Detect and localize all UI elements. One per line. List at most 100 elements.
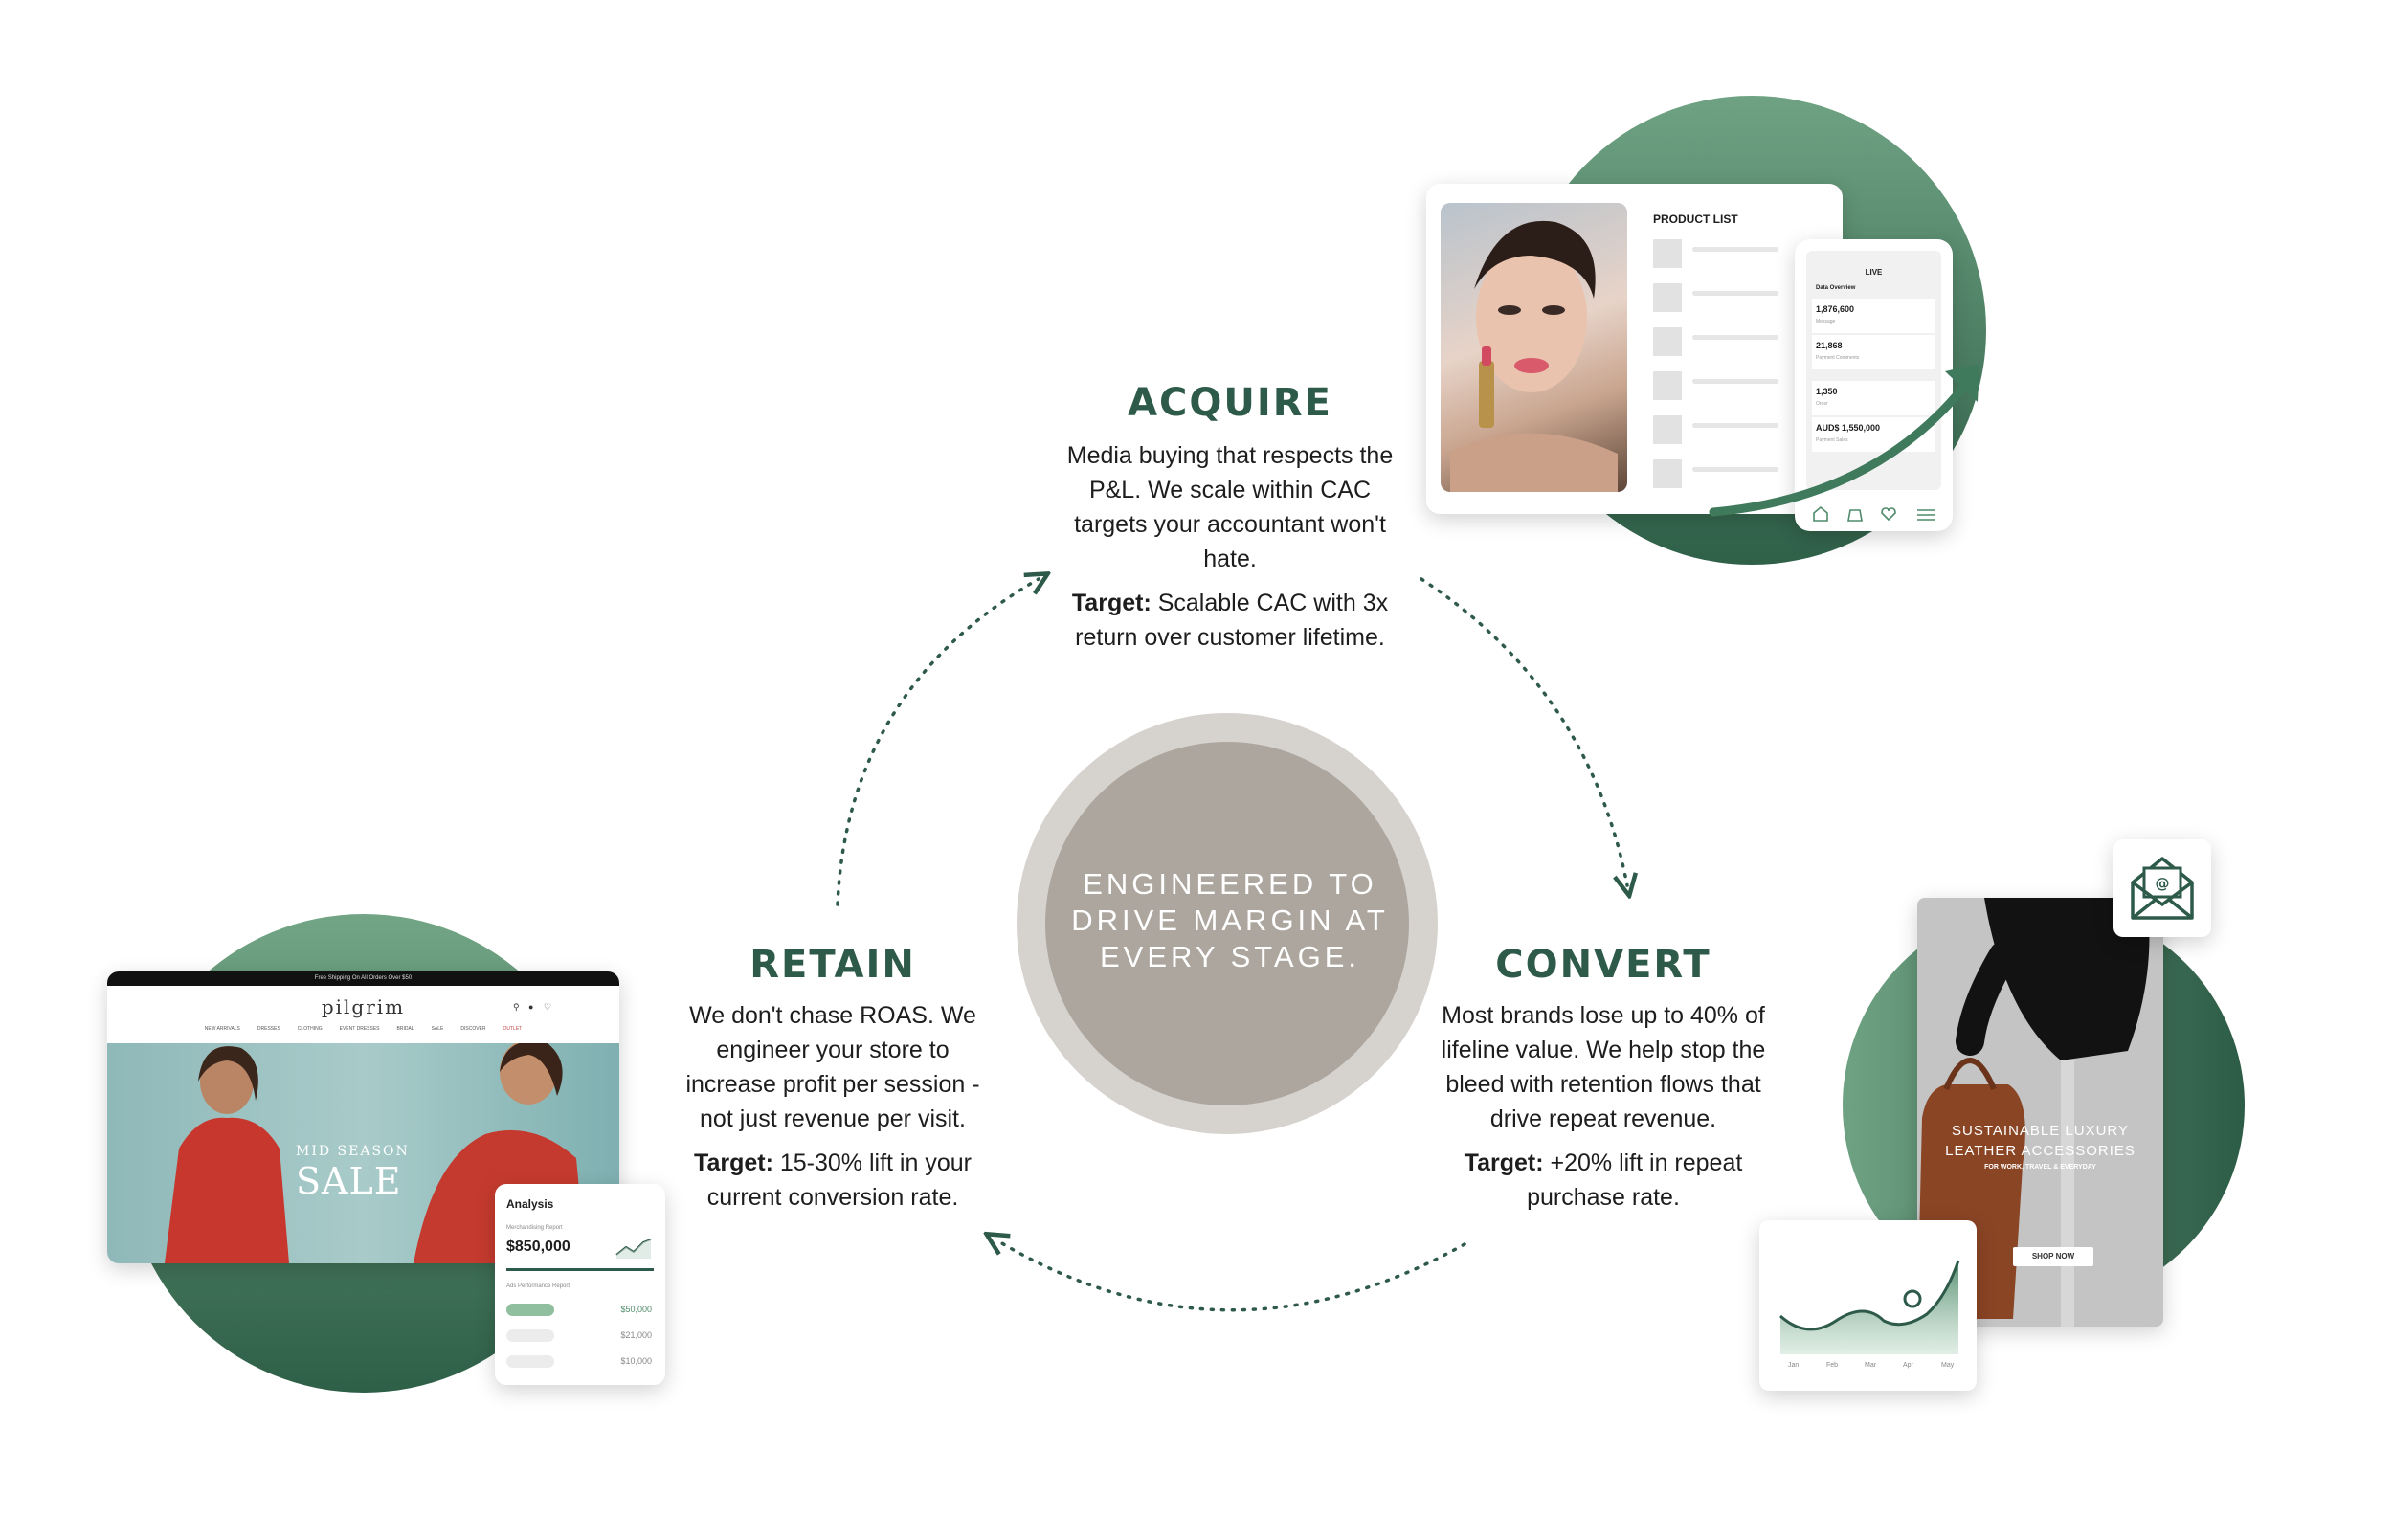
product-list-card: PRODUCT LIST [1426,184,1843,514]
trend-up-icon [615,1239,652,1259]
ads-bar [506,1304,554,1316]
list-item-thumb [1653,283,1682,312]
retain-target-label: Target: [694,1149,773,1176]
ad-tagline: FOR WORK, TRAVEL & EVERYDAY [1984,1164,2096,1171]
list-item-line [1692,335,1778,340]
metric-value: AUD$ 1,550,000 [1816,423,1881,433]
analysis-divider [506,1268,654,1271]
center-statement: ENGINEERED TO DRIVE MARGIN AT EVERY STAG… [1071,867,1389,973]
center-inner-circle [1045,742,1409,1105]
ads-value: $50,000 [620,1305,652,1314]
store-nav-item[interactable]: DISCOVER [460,1026,486,1032]
convert-section: CONVERT Most brands lose up to 40% of li… [1441,943,1766,1215]
svg-text:@: @ [2156,875,2170,892]
chart-month-label: Jan [1788,1362,1800,1369]
sales-chart-card: Jan Feb Mar Apr May [1759,1220,1977,1391]
store-nav: NEW ARRIVALS DRESSES CLOTHING EVENT DRES… [107,1026,619,1032]
store-logo: pilgrim [321,995,406,1018]
search-icon[interactable]: ⚲ [513,1002,520,1012]
metric-label: Payment Sales [1816,437,1848,443]
store-nav-item[interactable]: OUTLET [503,1026,523,1032]
chart-month-label: May [1941,1362,1955,1369]
handbag-handle [1943,1058,1997,1091]
acquire-target-label: Target: [1071,590,1152,616]
retain-section: RETAIN We don't chase ROAS. We engineer … [675,943,991,1215]
metric-tile: AUD$ 1,550,000 Payment Sales [1812,417,1935,452]
metric-value: 21,868 [1816,341,1843,350]
bag-icon [1847,509,1863,522]
convert-target: Target: +20% lift in repeat purchase rat… [1441,1146,1766,1215]
sales-area-chart [1779,1260,1960,1354]
model-lipstick-image [1441,203,1627,492]
chart-month-label: Feb [1826,1362,1839,1369]
metric-label: Message [1816,319,1836,324]
metric-label: Payment Comments [1816,355,1860,361]
product-list-title: PRODUCT LIST [1653,212,1738,226]
list-item-line [1692,423,1778,428]
retain-target: Target: 15-30% lift in your current conv… [675,1146,991,1215]
heart-icon [1881,507,1896,522]
ad-headline-2: LEATHER ACCESSORIES [1945,1143,2136,1159]
hero-line-2: SALE [296,1160,402,1202]
metric-value: 1,876,600 [1816,304,1855,314]
store-shipping-banner: Free Shipping On All Orders Over $50 [107,971,619,986]
phone-heading: Data Overview [1816,285,1856,291]
phone-live-badge: LIVE [1865,268,1883,277]
analysis-title: Analysis [506,1197,554,1211]
convert-body: Most brands lose up to 40% of lifeline v… [1441,1002,1766,1132]
metric-tile: 1,350 Order [1812,381,1935,415]
chart-month-label: Apr [1903,1362,1913,1369]
convert-target-label: Target: [1464,1149,1544,1176]
ad-headline-1: SUSTAINABLE LUXURY [1952,1123,2129,1139]
model-torso [1984,898,2150,1060]
arrow-retain-to-acquire [836,579,1039,906]
retain-body: We don't chase ROAS. We engineer your st… [685,1002,980,1132]
metric-tile: 1,876,600 Message [1812,299,1935,333]
list-item-thumb [1653,327,1682,356]
acquire-title: ACQUIRE [1128,381,1332,425]
metric-tile: 21,868 Payment Comments [1812,335,1935,369]
store-nav-item[interactable]: CLOTHING [297,1026,323,1032]
home-icon [1813,505,1828,522]
list-icon [1917,509,1935,521]
store-nav-item[interactable]: DRESSES [257,1026,280,1032]
account-icon[interactable]: ● [528,1002,534,1012]
metric-label: Order [1816,401,1828,407]
list-item-line [1692,467,1778,472]
arrow-convert-to-retain [995,1239,1466,1312]
chart-highlight-point [1903,1289,1922,1308]
store-nav-item[interactable]: BRIDAL [396,1026,414,1032]
email-icon-card: @ [2113,839,2211,937]
wishlist-icon[interactable]: ♡ [544,1002,552,1012]
chair-leg [2061,1060,2074,1327]
retain-title: RETAIN [749,943,916,987]
model-left-hair [198,1046,258,1101]
arrow-acquire-to-convert [1420,577,1627,885]
shop-now-button[interactable]: SHOP NOW [2013,1247,2093,1266]
retain-target-text: 15-30% lift in your current conversion r… [706,1149,972,1211]
acquire-body: Media buying that respects the P&L. We s… [1066,442,1394,572]
list-item-line [1692,247,1778,252]
acquire-target: Target: Scalable CAC with 3x return over… [1062,586,1398,655]
store-nav-item[interactable]: SALE [431,1026,444,1032]
store-nav-item[interactable]: EVENT DRESSES [339,1026,380,1032]
convert-title: CONVERT [1495,943,1711,987]
list-item-thumb [1653,415,1682,444]
model-right-hair [500,1043,563,1096]
model-arm [1956,941,2018,1056]
list-item-thumb [1653,459,1682,488]
ads-value: $10,000 [620,1356,652,1366]
ads-value: $21,000 [620,1330,652,1340]
store-nav-item[interactable]: NEW ARRIVALS [204,1026,240,1032]
hero-line-1: MID SEASON [296,1144,410,1159]
metric-value: 1,350 [1816,387,1838,396]
ads-bar [506,1329,554,1342]
acquire-section: ACQUIRE Media buying that respects the P… [1062,381,1398,655]
ads-bar [506,1355,554,1368]
chart-month-label: Mar [1865,1362,1877,1369]
list-item-line [1692,379,1778,384]
envelope-at-icon: @ [2131,857,2194,920]
analysis-section-title: Ads Performance Report [506,1283,570,1289]
phone-tab-bar [1813,505,1935,522]
analysis-amount: $850,000 [506,1239,570,1255]
